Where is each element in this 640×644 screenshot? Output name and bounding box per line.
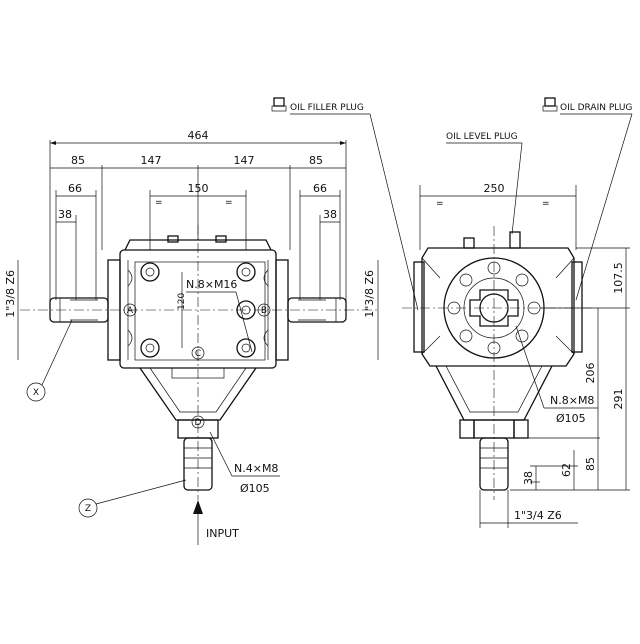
dim-left-147: 147 — [141, 154, 162, 167]
shaft-bottom-spec: 1"3/4 Z6 — [514, 509, 562, 522]
dim-right-38: 38 — [323, 208, 337, 221]
marker-a: A — [127, 306, 134, 316]
marker-x: X — [33, 388, 39, 398]
callout-bolts-top: N.8×M16 — [186, 278, 237, 291]
dim-overall-width: 464 — [188, 129, 209, 142]
dim-h-85: 85 — [584, 457, 597, 471]
dim-left-66: 66 — [68, 182, 82, 195]
marker-c: C — [195, 349, 201, 359]
dim-right-85: 85 — [309, 154, 323, 167]
shaft-right-spec: 1"3/8 Z6 — [363, 270, 376, 318]
equal-mark-1: = — [155, 198, 163, 208]
equal-mark-2: = — [225, 198, 233, 208]
dim-left-38: 38 — [58, 208, 72, 221]
side-callout-bolts: N.8×M8 — [550, 394, 594, 407]
shaft-left-spec: 1"3/8 Z6 — [4, 270, 17, 318]
dim-h-62: 62 — [560, 463, 573, 477]
dim-inner-150: 150 — [188, 182, 209, 195]
oil-level-plug-label: OIL LEVEL PLUG — [446, 132, 518, 142]
oil-drain-plug-label: OIL DRAIN PLUG — [560, 103, 632, 113]
front-view: 464 85 147 147 85 66 150 66 38 38 = = — [4, 129, 379, 545]
dim-right-66: 66 — [313, 182, 327, 195]
dim-h-38: 38 — [522, 471, 535, 485]
dim-height-120: 120 — [177, 293, 187, 310]
callout-bolts-bottom: N.4×M8 — [234, 462, 278, 475]
marker-z: Z — [85, 504, 91, 514]
side-callout-bolt-circle: Ø105 — [556, 412, 586, 425]
dim-h-206: 206 — [584, 363, 597, 384]
dim-right-147: 147 — [234, 154, 255, 167]
marker-d: D — [195, 418, 202, 428]
dim-width-250: 250 — [484, 182, 505, 195]
equal-mark-side-1: = — [436, 199, 444, 209]
marker-b: B — [261, 306, 267, 316]
callout-bolt-circle-bottom: Ø105 — [240, 482, 270, 495]
side-view: OIL FILLER PLUG OIL DRAIN PLUG OIL LEVEL… — [271, 97, 632, 528]
input-label: INPUT — [206, 527, 239, 540]
equal-mark-side-2: = — [542, 199, 550, 209]
dim-left-85: 85 — [71, 154, 85, 167]
oil-filler-plug-label: OIL FILLER PLUG — [290, 103, 364, 113]
dim-h-107-5: 107.5 — [612, 262, 625, 294]
dim-h-291: 291 — [612, 389, 625, 410]
